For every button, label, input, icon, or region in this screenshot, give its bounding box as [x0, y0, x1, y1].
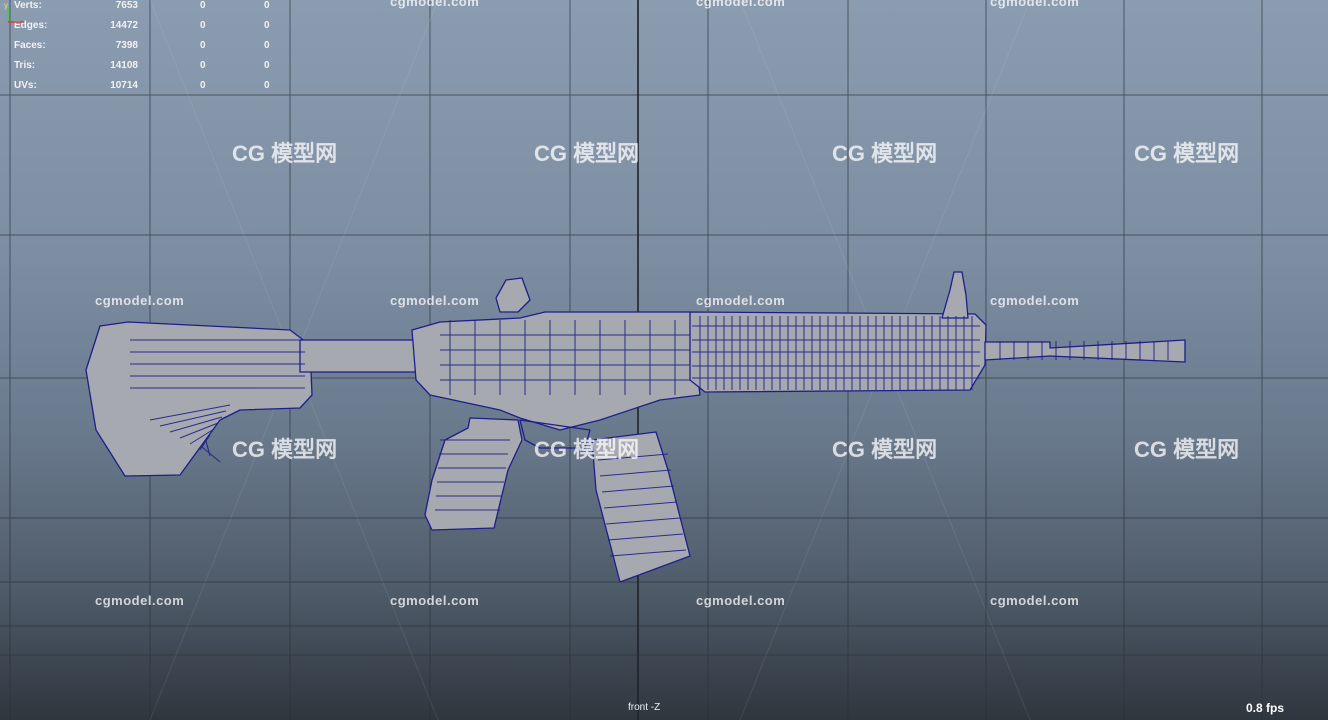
watermark-logo-text: 模型网 [271, 141, 338, 166]
mesh-edge [189, 428, 215, 445]
watermark-text: cgmodel.com [696, 293, 786, 308]
watermark-logo-mark: CG [534, 437, 567, 462]
watermark-text: cgmodel.com [990, 293, 1080, 308]
hud-row-verts: Verts: 7653 0 0 [14, 0, 274, 14]
hud-label: Faces: [14, 40, 46, 51]
mesh-edge [199, 434, 211, 451]
watermark-logo: CG 模型网 [832, 432, 937, 464]
fps-readout: 0.8 fps [1246, 701, 1285, 715]
mesh-edge [601, 485, 675, 493]
hud-value: 14472 [110, 20, 138, 31]
hud-label: Verts: [14, 0, 42, 11]
mesh-edge [599, 469, 672, 477]
watermark-logo-text: 模型网 [871, 141, 938, 166]
hud-label: Edges: [14, 20, 48, 31]
mesh-edge [169, 416, 223, 433]
watermark-logo-text: 模型网 [1173, 141, 1240, 166]
watermark-logo-mark: CG [232, 437, 265, 462]
watermark-text: cgmodel.com [990, 0, 1080, 9]
watermark-logo-text: 模型网 [573, 141, 640, 166]
watermark-text: cgmodel.com [95, 293, 185, 308]
hud-value-selected: 0 [200, 40, 206, 51]
hud-value: 7398 [115, 40, 138, 51]
mesh-edge [159, 410, 227, 427]
hud-value-selected: 0 [200, 60, 206, 71]
hud-label: Tris: [14, 60, 36, 71]
watermark-logo-mark: CG [1134, 141, 1167, 166]
watermark-text: cgmodel.com [390, 0, 480, 9]
watermark-logo-mark: CG [832, 437, 865, 462]
mesh-edge [605, 517, 681, 525]
watermark-logo-mark: CG [1134, 437, 1167, 462]
mesh-edge [597, 453, 669, 461]
axis-y-label: y [4, 1, 8, 10]
watermark-text: cgmodel.com [390, 593, 480, 608]
hud-label: UVs: [14, 80, 37, 91]
mesh-edge [603, 501, 678, 509]
watermark-logo-text: 模型网 [573, 437, 640, 462]
hud-value: 7653 [115, 0, 138, 11]
hud-value-components: 0 [264, 80, 270, 91]
watermark-text: cgmodel.com [95, 593, 185, 608]
watermark-text: cgmodel.com [696, 0, 786, 9]
watermark-logo: CG 模型网 [534, 136, 639, 168]
hud-row-edges: Edges: 14472 0 0 [14, 20, 274, 34]
hud-value-selected: 0 [200, 80, 206, 91]
hud-row-uvs: UVs: 10714 0 0 [14, 80, 274, 94]
watermark-logo-mark: CG [232, 141, 265, 166]
watermark-logo: CG 模型网 [232, 136, 337, 168]
watermark-logo-mark: CG [534, 141, 567, 166]
camera-label: front -Z [628, 702, 661, 713]
mesh-edge [607, 533, 684, 541]
hud-value-components: 0 [264, 60, 270, 71]
hud-value-components: 0 [264, 0, 270, 11]
hud-value-components: 0 [264, 20, 270, 31]
hud-value-selected: 0 [200, 20, 206, 31]
watermark-text: cgmodel.com [990, 593, 1080, 608]
hud-value-selected: 0 [200, 0, 206, 11]
mesh-edge [609, 549, 687, 557]
watermark-logo: CG 模型网 [832, 136, 937, 168]
watermark-text: cgmodel.com [390, 293, 480, 308]
hud-value-components: 0 [264, 40, 270, 51]
mesh-edge [149, 404, 231, 421]
hud-value: 10714 [110, 80, 138, 91]
watermark-logo-text: 模型网 [271, 437, 338, 462]
mesh-edge [179, 422, 219, 439]
mesh-edge [201, 446, 221, 463]
watermark-logo: CG 模型网 [534, 432, 639, 464]
watermark-logo-text: 模型网 [1173, 437, 1240, 462]
watermark-logo-mark: CG [832, 141, 865, 166]
watermark-logo: CG 模型网 [1134, 432, 1239, 464]
hud-row-faces: Faces: 7398 0 0 [14, 40, 274, 54]
watermark-text: cgmodel.com [696, 593, 786, 608]
watermark-logo: CG 模型网 [1134, 136, 1239, 168]
hud-row-tris: Tris: 14108 0 0 [14, 60, 274, 74]
watermark-logo-text: 模型网 [871, 437, 938, 462]
hud-value: 14108 [110, 60, 138, 71]
watermark-logo: CG 模型网 [232, 432, 337, 464]
axis-gizmo-icon: y [4, 1, 24, 23]
